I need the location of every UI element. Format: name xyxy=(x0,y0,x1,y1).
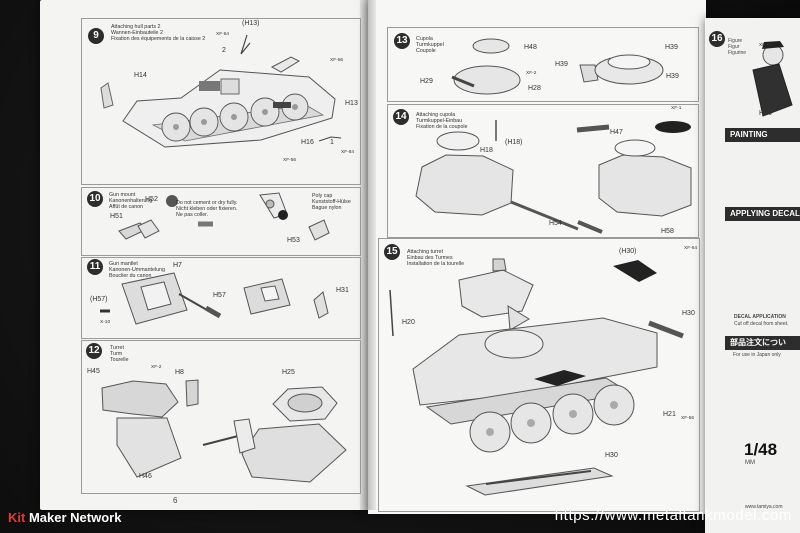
label-h16: H16 xyxy=(301,139,314,146)
label-h20: H20 xyxy=(402,319,415,326)
label-h39-top: H39 xyxy=(665,44,678,51)
label-xf64-top: XF-64 xyxy=(216,32,230,37)
hull-drawing xyxy=(100,34,342,148)
step-12-panel xyxy=(81,340,361,494)
label-xf56-bottom: XF-56 xyxy=(283,158,297,163)
step-10-title: Gun mount Kanonenhalterung Affût de cano… xyxy=(109,192,153,210)
step-15-panel xyxy=(378,238,700,512)
step-11-panel xyxy=(81,257,361,339)
step-15-number: 15 xyxy=(384,244,400,260)
label-h48: H48 xyxy=(524,44,537,51)
step-11-title: Gun mantlet Kanonen-Ummantelung Bouclier… xyxy=(109,261,165,279)
poly-cap-note: Poly cap Kunststoff-Hülse Bague nylon xyxy=(312,193,351,211)
callout-1: 1 xyxy=(330,139,334,146)
label-h30-right: H30 xyxy=(682,310,695,317)
do-not-cement-note: Do not cement or dry fully. Nicht kleben… xyxy=(176,200,238,218)
label-h21: H21 xyxy=(663,411,676,418)
applying-decal-header: APPLYING DECAL xyxy=(725,207,800,221)
label-h54: H54 xyxy=(549,220,562,227)
label-h52: H52 xyxy=(145,196,158,203)
step-14-panel xyxy=(387,104,699,238)
label-h13-paren: (H13) xyxy=(242,20,260,27)
label-h53: H53 xyxy=(287,237,300,244)
step-14-title: Attaching cupola Turmkuppel-Einbau Fixat… xyxy=(416,112,468,130)
label-xf56-step15: XF-56 xyxy=(681,416,695,421)
label-h18-paren: (H18) xyxy=(505,139,523,146)
tamiya-url: www.tamiya.com xyxy=(745,504,783,510)
label-h7: H7 xyxy=(173,262,182,269)
step-16-number: 16 xyxy=(709,31,725,47)
cupola-fitting-drawing xyxy=(415,120,692,234)
label-h46: H46 xyxy=(139,473,152,480)
label-h13: H13 xyxy=(345,100,358,107)
label-xf1: XF-1 xyxy=(671,106,682,111)
step-10-panel xyxy=(81,187,361,256)
mm-label: MM xyxy=(745,460,755,466)
label-h57-paren: (H57) xyxy=(90,296,108,303)
label-h8: H8 xyxy=(175,369,184,376)
cupola-drawing xyxy=(451,38,664,95)
label-h18: H18 xyxy=(480,147,493,154)
label-h26: H26 xyxy=(759,110,772,117)
logo-rest-text: Maker Network xyxy=(25,510,122,525)
label-h29: H29 xyxy=(420,78,433,85)
japan-note: For use in Japan only xyxy=(733,352,781,358)
figure-text: Figure Figur Figurine xyxy=(728,38,747,56)
label-x10: X-10 xyxy=(100,320,111,325)
step-12-number: 12 xyxy=(86,343,102,359)
kit-maker-network-logo: Kit Maker Network xyxy=(8,510,121,530)
step-10-number: 10 xyxy=(87,191,103,207)
label-h31: H31 xyxy=(336,287,349,294)
decal-note-text: Cut off decal from sheet. xyxy=(734,321,789,327)
label-h30-bottom: H30 xyxy=(605,452,618,459)
turret-drawing xyxy=(101,379,347,483)
label-xf64-far: XF-64 xyxy=(759,43,773,48)
figure-illustration xyxy=(752,41,793,117)
label-h14: H14 xyxy=(134,72,147,79)
gun-mount-drawing xyxy=(118,192,330,241)
logo-kit-text: Kit xyxy=(8,510,26,525)
label-h39-bottom: H39 xyxy=(666,73,679,80)
gun-mantlet-drawing xyxy=(100,272,329,325)
label-xf56-far: XF-56 xyxy=(759,70,773,75)
watermark-url: https://www.metaltankmodel.com xyxy=(554,507,792,524)
label-xf56-top: XF-56 xyxy=(330,58,344,63)
label-h47: H47 xyxy=(610,129,623,136)
label-h39-middle: H39 xyxy=(555,61,568,68)
step-9-number: 9 xyxy=(88,28,104,44)
label-xf2-step13: XF-2 xyxy=(526,71,537,76)
label-h51: H51 xyxy=(110,213,123,220)
label-h28: H28 xyxy=(528,85,541,92)
step-11-number: 11 xyxy=(87,259,103,275)
label-h58: H58 xyxy=(661,228,674,235)
parts-order-header: 部品注文につい xyxy=(725,336,800,350)
scale-label: 1/48 xyxy=(744,440,778,459)
step-12-title: Turret Turm Tourelle xyxy=(110,345,129,363)
label-h45: H45 xyxy=(87,368,100,375)
decal-application-text: DECAL APPLICATION xyxy=(734,314,786,320)
step-13-number: 13 xyxy=(394,33,410,49)
page-number: 6 xyxy=(173,496,178,505)
step-9-title: Attaching hull parts 2 Wannen-Einbauteil… xyxy=(111,24,206,42)
turret-installation-drawing xyxy=(389,258,684,496)
step-14-number: 14 xyxy=(393,109,409,125)
label-h30-paren: (H30) xyxy=(619,248,637,255)
label-h25: H25 xyxy=(282,369,295,376)
label-h57: H57 xyxy=(213,292,226,299)
label-xf84: XF-84 xyxy=(341,150,355,155)
painting-header: PAINTING xyxy=(725,128,800,142)
step-13-title: Cupola Turmkuppel Coupole xyxy=(416,36,444,54)
label-xf64-step15: XF-64 xyxy=(684,246,698,251)
step-15-title: Attaching turret Einbau des Turmes Insta… xyxy=(407,249,465,267)
callout-2: 2 xyxy=(222,47,226,54)
label-xf2-step12: XF-2 xyxy=(151,365,162,370)
step-9-panel xyxy=(81,18,361,185)
step-13-panel xyxy=(387,27,699,102)
